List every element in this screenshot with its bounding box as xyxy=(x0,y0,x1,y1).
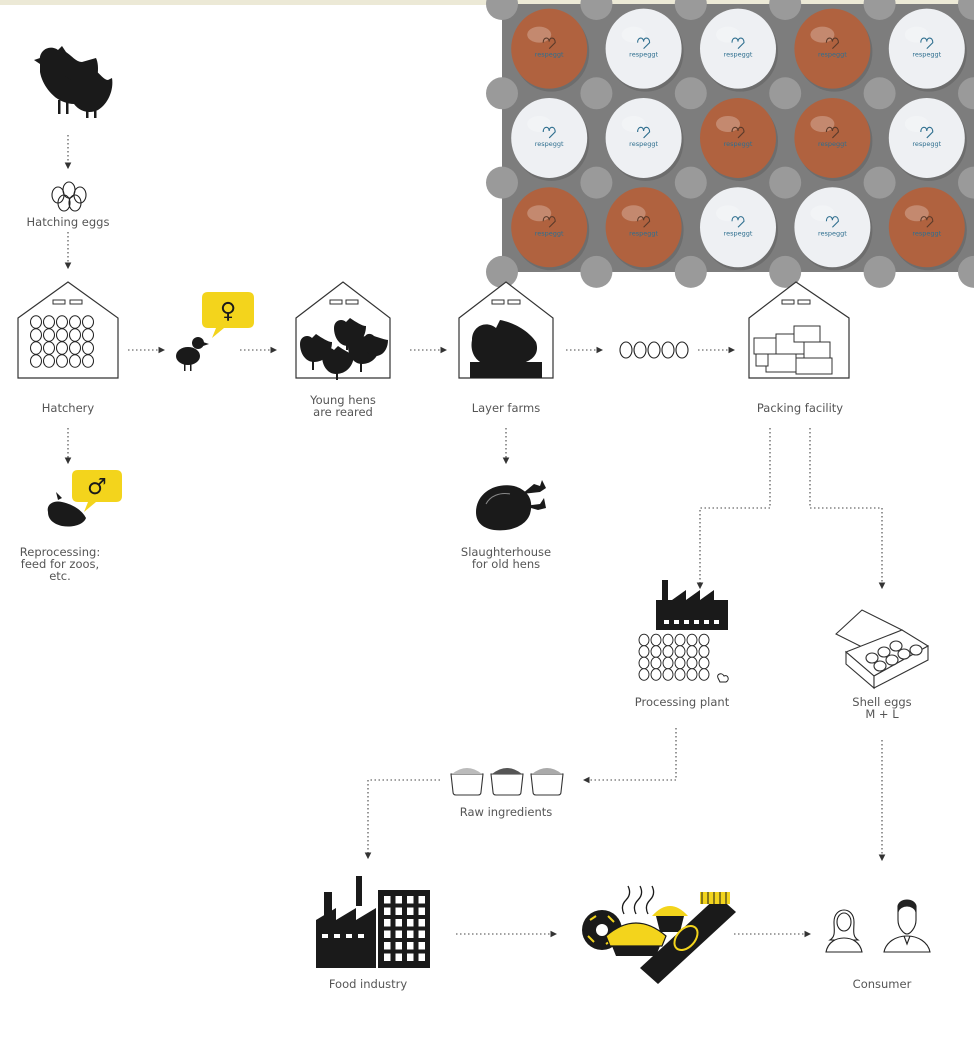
label-young-hens-2: are reared xyxy=(313,405,373,419)
label-consumer: Consumer xyxy=(852,977,912,991)
processing-plant-icon xyxy=(638,580,729,683)
tray-egg: respeggt xyxy=(888,97,967,181)
egg-stamp-text: respeggt xyxy=(535,229,564,237)
label-raw-ingredients: Raw ingredients xyxy=(459,805,553,819)
egg-stamp-text: respeggt xyxy=(912,229,941,237)
flow-connectors xyxy=(64,135,886,938)
egg-stamp-text: respeggt xyxy=(818,229,847,237)
food-products-icon xyxy=(582,885,736,984)
tray-egg: respeggt xyxy=(888,187,967,271)
egg-stamp-text: respeggt xyxy=(818,140,847,148)
tray-egg: respeggt xyxy=(511,187,590,271)
arrow-packing-to-shell-eggs xyxy=(809,428,886,590)
label-food-industry: Food industry xyxy=(328,977,408,991)
egg-stamp-text: respeggt xyxy=(629,140,658,148)
raw-ingredients-icon xyxy=(450,768,564,796)
young-hens-barn-icon xyxy=(295,281,391,380)
layer-farm-icon xyxy=(458,281,554,379)
eggs-row-icon xyxy=(619,341,689,359)
female-symbol: ♀ xyxy=(220,299,236,324)
label-reprocessing-3: etc. xyxy=(49,569,71,583)
chick-icon xyxy=(176,337,209,371)
egg-stamp-text: respeggt xyxy=(912,51,941,59)
label-packing-facility: Packing facility xyxy=(756,401,844,415)
consumer-icon xyxy=(825,899,931,953)
packing-facility-icon xyxy=(748,281,850,379)
tray-egg: respeggt xyxy=(700,187,778,271)
label-shell-eggs-1: Shell eggs xyxy=(852,695,912,709)
egg-tray-photo: respeggt respeggt respeggt respeggt respeggt… xyxy=(486,0,974,288)
tray-egg: respeggt xyxy=(511,97,590,181)
tray-egg: respeggt xyxy=(511,8,590,92)
male-chick-icon xyxy=(47,492,86,527)
arrow-packing-to-processing xyxy=(696,428,771,590)
tray-egg: respeggt xyxy=(794,187,873,271)
tray-egg: respeggt xyxy=(794,8,873,92)
egg-carton-icon xyxy=(835,609,930,690)
arrow-processing-to-raw xyxy=(582,728,677,784)
label-slaughterhouse-2: for old hens xyxy=(471,557,541,571)
female-symbol-icon: ♀ xyxy=(202,292,254,338)
roast-chicken-icon xyxy=(476,480,546,531)
hens-icon xyxy=(34,46,113,118)
tray-egg: respeggt xyxy=(605,187,684,271)
tray-egg: respeggt xyxy=(888,8,967,92)
label-young-hens-1: Young hens xyxy=(310,393,376,407)
egg-stamp-text: respeggt xyxy=(724,51,753,59)
egg-stamp-text: respeggt xyxy=(629,51,658,59)
hatchery-icon xyxy=(17,281,119,379)
label-processing-plant: Processing plant xyxy=(634,695,730,709)
tray-egg: respeggt xyxy=(700,97,778,181)
male-symbol-icon: ♂ xyxy=(72,470,122,512)
male-symbol: ♂ xyxy=(87,475,107,500)
label-layer-farms: Layer farms xyxy=(471,401,541,415)
food-industry-icon xyxy=(316,876,430,968)
label-hatchery: Hatchery xyxy=(41,401,95,415)
hatching-eggs-icon xyxy=(51,181,87,212)
egg-stamp-text: respeggt xyxy=(629,229,658,237)
egg-stamp-text: respeggt xyxy=(724,229,753,237)
tray-egg: respeggt xyxy=(794,97,873,181)
egg-stamp-text: respeggt xyxy=(912,140,941,148)
label-reprocessing-1: Reprocessing: xyxy=(19,545,101,559)
egg-stamp-text: respeggt xyxy=(535,51,564,59)
egg-stamp-text: respeggt xyxy=(818,51,847,59)
label-hatching-eggs: Hatching eggs xyxy=(26,215,110,229)
label-slaughterhouse-1: Slaughterhouse xyxy=(460,545,552,559)
tray-egg: respeggt xyxy=(605,8,684,92)
tray-egg: respeggt xyxy=(605,97,684,181)
arrow-raw-to-food-industry xyxy=(364,779,440,860)
egg-stamp-text: respeggt xyxy=(724,140,753,148)
tray-egg: respeggt xyxy=(700,8,778,92)
label-reprocessing-2: feed for zoos, xyxy=(20,557,100,571)
label-shell-eggs-2: M + L xyxy=(865,707,899,721)
egg-stamp-text: respeggt xyxy=(535,140,564,148)
